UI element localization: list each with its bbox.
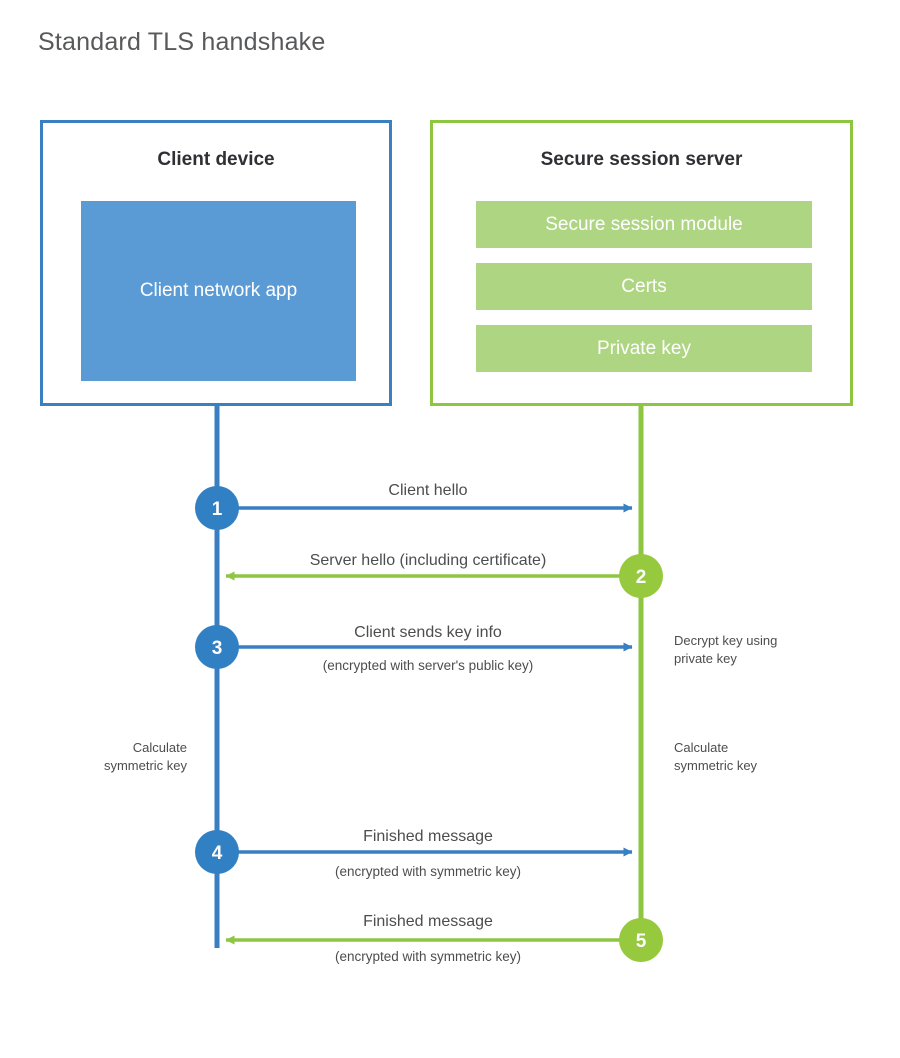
step-5-sublabel: (encrypted with symmetric key) [335,949,521,964]
step-2-label: Server hello (including certificate) [310,552,547,569]
step-5-label: Finished message [363,913,493,930]
step-1-number: 1 [212,499,223,520]
step-5-marker[interactable] [619,918,663,962]
server-component-secure-session-module: Secure session module [476,201,812,248]
step-2-marker[interactable] [619,554,663,598]
step-1-marker[interactable] [195,486,239,530]
server-component-private-key: Private key [476,325,812,372]
step-2-number: 2 [636,567,647,588]
client-network-app-block: Client network app [81,201,356,381]
client-device-title: Client device [157,149,275,170]
server-decrypt-note-line1: Decrypt key using [674,633,777,648]
step-3-number: 3 [212,638,223,659]
page-title: Standard TLS handshake [38,28,326,56]
server-calculate-note-line2: symmetric key [674,758,758,773]
step-3-marker[interactable] [195,625,239,669]
secure-session-server-title: Secure session server [540,149,743,170]
step-5-number: 5 [636,931,647,952]
step-4-sublabel: (encrypted with symmetric key) [335,864,521,879]
client-calculate-note-line2: symmetric key [104,758,188,773]
step-3-sublabel: (encrypted with server's public key) [323,658,533,673]
client-device-box: Client device Client network app [40,120,392,406]
server-decrypt-note-line2: private key [674,651,737,666]
secure-session-server-box: Secure session server Secure session mod… [430,120,853,406]
client-calculate-note-line1: Calculate [133,740,187,755]
step-4-label: Finished message [363,828,493,845]
step-4-marker[interactable] [195,830,239,874]
server-calculate-note-line1: Calculate [674,740,728,755]
step-3-label: Client sends key info [354,624,502,641]
server-component-certs: Certs [476,263,812,310]
step-1-label: Client hello [388,482,467,499]
server-component-stack: Secure session module Certs Private key [476,201,812,372]
step-4-number: 4 [212,843,223,864]
